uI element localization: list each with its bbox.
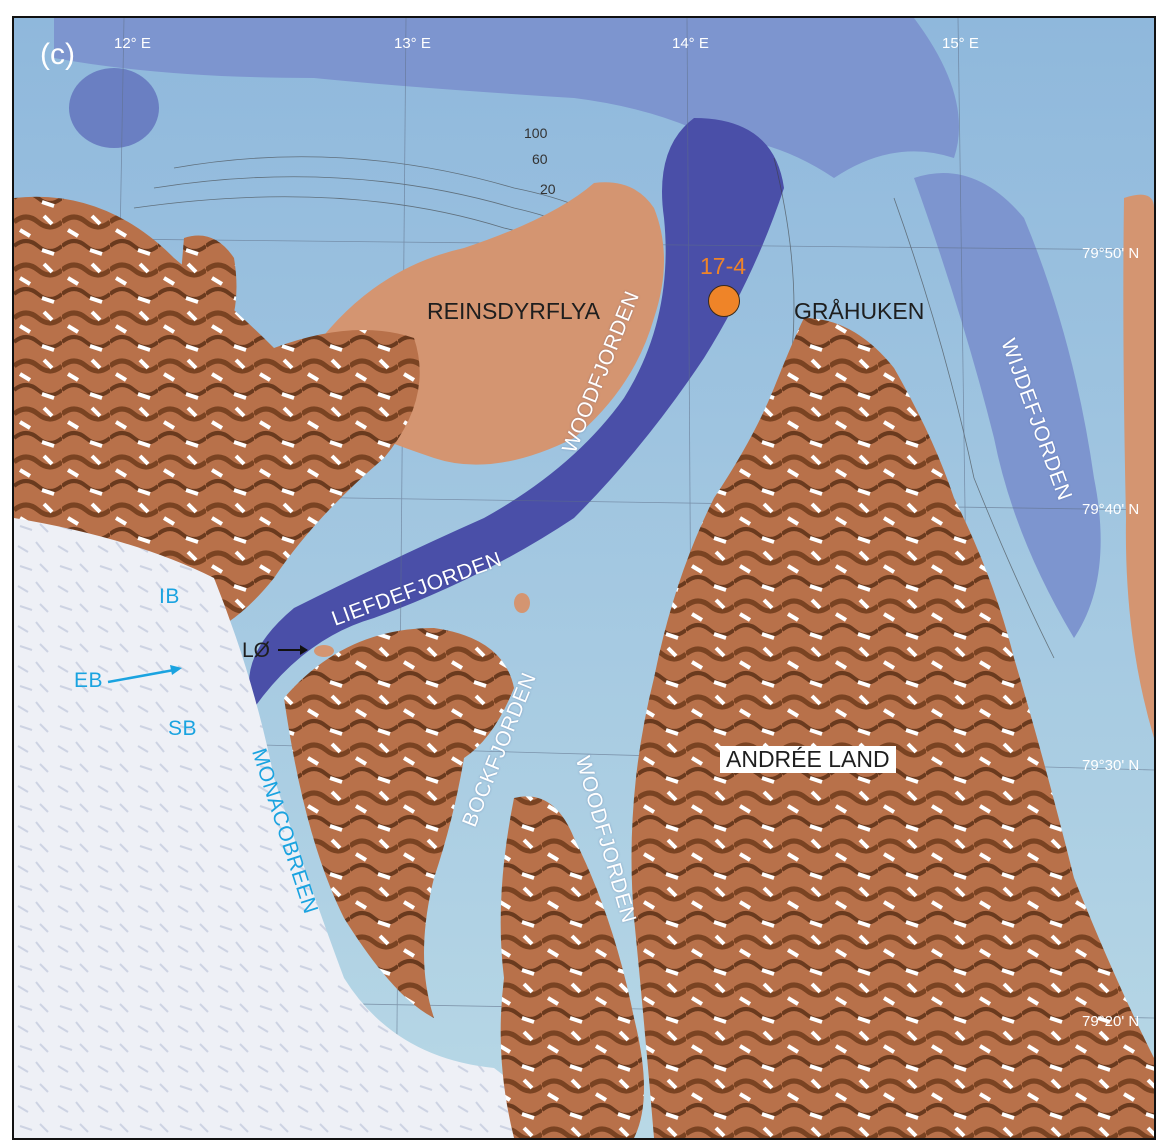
andree-land-label: ANDRÉE LAND <box>720 746 896 773</box>
ib-glacier-label: IB <box>159 585 180 608</box>
reinsdyrflya-label: REINSDYRFLYA <box>427 298 600 324</box>
andree-land-mountains <box>631 318 1154 1138</box>
longitude-label-13e: 13° E <box>394 35 431 52</box>
grahuken-label: GRÅHUKEN <box>794 298 925 324</box>
contour-label-60: 60 <box>532 151 548 167</box>
latitude-label-79-20: 79°20' N <box>1082 1013 1140 1030</box>
station-label: 17-4 <box>700 253 747 279</box>
lo-arrow <box>278 645 308 655</box>
wijdefjorden-trough <box>914 173 1101 638</box>
bock-wood-mountains <box>500 796 644 1138</box>
contour-label-20: 20 <box>540 181 556 197</box>
lo-island <box>314 645 334 657</box>
eb-glacier-label: EB <box>74 669 104 692</box>
station-marker <box>708 285 740 317</box>
longitude-label-14e: 14° E <box>672 35 709 52</box>
deep-basin-west <box>69 68 159 148</box>
sb-glacier-label: SB <box>168 717 198 740</box>
map-frame: (c) 12° E 13° E 14° E 15° E 79°50' N 79°… <box>12 16 1156 1140</box>
northwest-mountains <box>14 196 420 638</box>
latitude-label-79-30: 79°30' N <box>1082 757 1140 774</box>
eb-arrow <box>107 665 182 684</box>
northwest-islet <box>179 235 237 358</box>
central-mountains <box>284 628 514 1018</box>
lo-label: LØ <box>242 639 271 662</box>
latitude-label-79-40: 79°40' N <box>1082 501 1140 518</box>
longitude-label-15e: 15° E <box>942 35 979 52</box>
longitude-label-12e: 12° E <box>114 35 151 52</box>
contour-label-100: 100 <box>524 125 548 141</box>
fjord-islet <box>514 593 530 613</box>
map-canvas <box>14 18 1154 1138</box>
panel-label: (c) <box>40 38 75 71</box>
eastern-land <box>1123 194 1154 738</box>
latitude-label-79-50: 79°50' N <box>1082 245 1140 262</box>
